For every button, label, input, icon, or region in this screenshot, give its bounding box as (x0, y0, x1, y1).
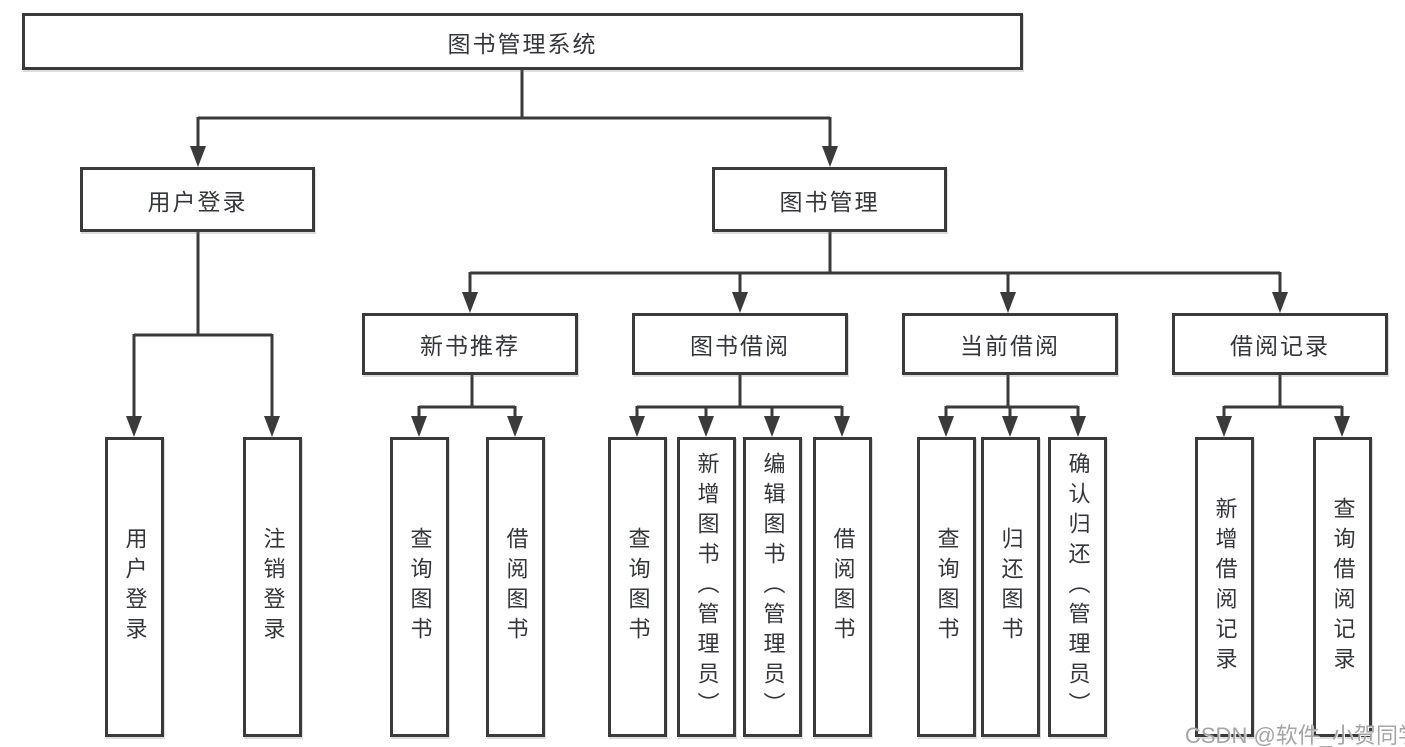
leaf-query-books-current: 查询图书 (917, 437, 976, 737)
leaf-return-book-label: 归还图书 (998, 527, 1024, 647)
leaf-query-borrow-record-label: 查询借阅记录 (1330, 497, 1356, 677)
node-root: 图书管理系统 (22, 13, 1023, 70)
node-book-management-label: 图书管理 (779, 188, 880, 215)
leaf-borrow-books-label: 借阅图书 (830, 527, 856, 647)
leaf-edit-book-admin-label: 编辑图书（管理员） (760, 452, 786, 722)
node-current-borrowing: 当前借阅 (902, 313, 1118, 375)
leaf-add-borrow-record: 新增借阅记录 (1195, 437, 1254, 737)
node-book-borrowing: 图书借阅 (632, 313, 848, 375)
node-new-book-recommendation: 新书推荐 (362, 313, 578, 375)
leaf-user-login: 用户登录 (105, 437, 164, 737)
leaf-confirm-return-admin: 确认归还（管理员） (1048, 437, 1107, 737)
leaf-borrow-books-recommend: 借阅图书 (486, 437, 545, 737)
leaf-query-books-recommend-label: 查询图书 (407, 527, 433, 647)
leaf-logout-label: 注销登录 (260, 527, 286, 647)
leaf-user-login-label: 用户登录 (122, 527, 148, 647)
node-book-borrowing-label: 图书借阅 (690, 333, 790, 359)
leaf-add-book-admin-label: 新增图书（管理员） (694, 452, 720, 722)
node-book-management: 图书管理 (712, 167, 947, 232)
leaf-logout: 注销登录 (243, 437, 302, 737)
leaf-query-books-borrowing-label: 查询图书 (625, 527, 651, 647)
node-user-login: 用户登录 (80, 167, 315, 232)
leaf-borrow-books-recommend-label: 借阅图书 (503, 527, 529, 647)
leaf-query-borrow-record: 查询借阅记录 (1313, 437, 1372, 737)
leaf-add-borrow-record-label: 新增借阅记录 (1212, 497, 1238, 677)
leaf-query-books-borrowing: 查询图书 (608, 437, 667, 737)
leaf-return-book: 归还图书 (981, 437, 1040, 737)
arrowheads (126, 146, 1350, 437)
node-current-borrowing-label: 当前借阅 (960, 333, 1060, 359)
node-borrowing-records-label: 借阅记录 (1230, 333, 1330, 359)
leaf-confirm-return-admin-label: 确认归还（管理员） (1065, 452, 1091, 722)
leaf-query-books-current-label: 查询图书 (934, 527, 960, 647)
node-new-book-recommendation-label: 新书推荐 (420, 333, 520, 359)
node-root-label: 图书管理系统 (447, 30, 598, 57)
leaf-edit-book-admin: 编辑图书（管理员） (743, 437, 802, 737)
node-user-login-label: 用户登录 (147, 188, 248, 215)
csdn-watermark: CSDN @软件_小贺同学 (1185, 723, 1405, 747)
leaf-query-books-recommend: 查询图书 (390, 437, 449, 737)
leaf-borrow-books: 借阅图书 (813, 437, 872, 737)
leaf-add-book-admin: 新增图书（管理员） (677, 437, 736, 737)
node-borrowing-records: 借阅记录 (1172, 313, 1388, 375)
